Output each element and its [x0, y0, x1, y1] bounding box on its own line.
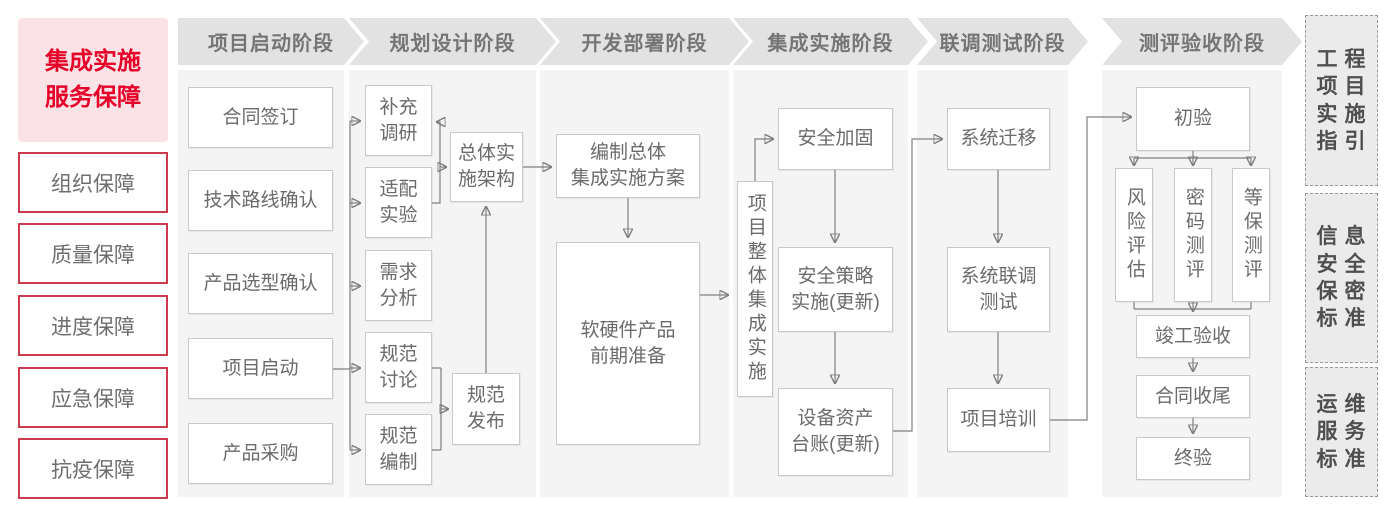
box-overall-integration-plan: 编制总体 集成实施方案 — [556, 134, 700, 198]
box-system-migration: 系统迁移 — [947, 108, 1050, 170]
sidebar-item-epidemic: 抗疫保障 — [18, 438, 168, 499]
box-project-training: 项目培训 — [947, 388, 1050, 452]
phase-banner-planning: 规划设计阶段 — [349, 18, 556, 65]
box-product-selection-confirm: 产品选型确认 — [188, 253, 333, 314]
sidebar-item-organization: 组织保障 — [18, 152, 168, 213]
box-contract-signing: 合同签订 — [188, 87, 333, 148]
box-security-policy-implementation: 安全策略 实施(更新) — [778, 247, 893, 332]
box-tech-route-confirm: 技术路线确认 — [188, 170, 333, 231]
box-final-acceptance: 终验 — [1136, 437, 1250, 480]
box-overall-integration-implementation: 项目整体集成实施 — [737, 181, 773, 397]
box-risk-assessment: 风险评估 — [1115, 168, 1153, 302]
box-supplementary-research: 补充 调研 — [365, 85, 432, 156]
box-mlps-evaluation: 等保测评 — [1232, 168, 1270, 302]
sidebar-item-quality: 质量保障 — [18, 223, 168, 284]
box-security-hardening: 安全加固 — [778, 108, 893, 170]
reference-project-implementation-guide: 工程 项目 实施 指引 — [1305, 15, 1378, 186]
phase-banner-development: 开发部署阶段 — [540, 18, 749, 65]
box-contract-closure: 合同收尾 — [1136, 375, 1250, 418]
box-crypto-evaluation: 密码测评 — [1174, 168, 1212, 302]
box-requirement-analysis: 需求 分析 — [365, 250, 432, 321]
box-project-kickoff: 项目启动 — [188, 338, 333, 399]
box-asset-ledger-update: 设备资产 台账(更新) — [778, 388, 893, 476]
phase-banner-joint-test: 联调测试阶段 — [917, 18, 1088, 65]
box-hw-sw-preparation: 软硬件产品 前期准备 — [556, 242, 700, 445]
phase-banner-kickoff: 项目启动阶段 — [178, 18, 364, 65]
reference-infosec-confidentiality-standard: 信息 安全 保密 标准 — [1305, 193, 1378, 363]
box-preliminary-acceptance: 初验 — [1136, 87, 1250, 151]
box-completion-acceptance: 竣工验收 — [1136, 315, 1250, 358]
box-system-joint-testing: 系统联调 测试 — [947, 247, 1050, 332]
box-adaptation-test: 适配 实验 — [365, 167, 432, 238]
box-spec-release: 规范 发布 — [452, 373, 520, 445]
reference-ops-service-standard: 运维 服务 标准 — [1305, 367, 1378, 497]
phase-banner-integration: 集成实施阶段 — [733, 18, 928, 65]
box-overall-implementation-architecture: 总体实 施架构 — [450, 132, 523, 202]
box-product-procurement: 产品采购 — [188, 423, 333, 484]
box-spec-drafting: 规范 编制 — [365, 414, 432, 485]
sidebar-item-emergency: 应急保障 — [18, 367, 168, 428]
sidebar-title: 集成实施 服务保障 — [18, 18, 168, 142]
box-spec-discussion: 规范 讨论 — [365, 332, 432, 403]
phase-banner-acceptance: 测评验收阶段 — [1102, 18, 1302, 65]
sidebar-item-schedule: 进度保障 — [18, 295, 168, 356]
